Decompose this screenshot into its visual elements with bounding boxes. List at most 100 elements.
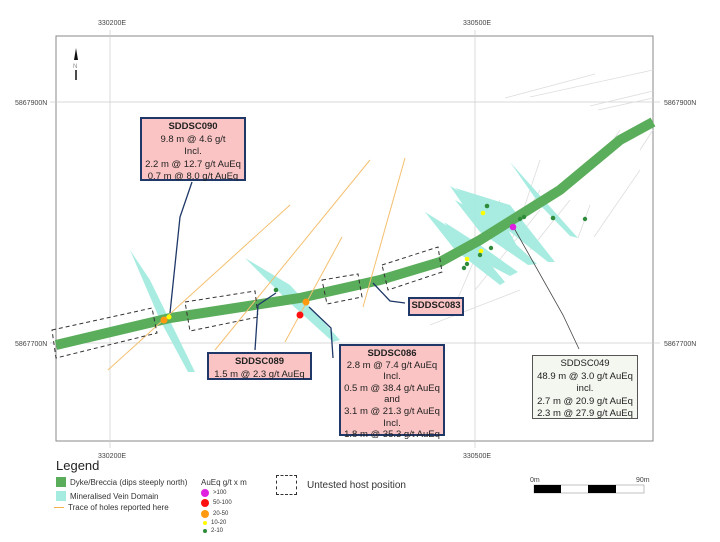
callout-title: SDDSC086 [367,348,417,359]
callout-sddsc049: SDDSC049 48.9 m @ 3.0 g/t AuEq incl. 2.7… [532,355,638,419]
assay-point-20-50 [160,316,168,324]
svg-text:N: N [73,64,77,70]
legend-label: Untested host position [307,479,406,491]
grade-dot-icon [201,499,209,507]
easting-label-bottom-1: 330200E [98,453,126,460]
grade-label: 2-10 [211,528,224,534]
assay-point-2-10 [477,252,483,258]
legend-item-trace: Trace of holes reported here [54,503,169,512]
vein-domain [450,186,522,255]
vein-swatch-icon [56,491,66,501]
grade-dot-icon [201,489,209,497]
callout-sddsc089: SDDSC089 1.5 m @ 2.3 g/t AuEq [207,352,312,380]
callout-line: 2.3 m @ 27.9 g/t AuEq [537,408,633,419]
callout-line: incl. [576,383,594,394]
legend-label: Trace of holes reported here [68,503,169,512]
callout-title: SDDSC090 [168,121,218,132]
callout-sddsc083: SDDSC083 [408,297,464,316]
assay-point-10-20 [480,210,486,216]
untested-box-icon [276,475,297,495]
callout-sddsc090: SDDSC090 9.8 m @ 4.6 g/t Incl. 2.2 m @ 1… [140,117,246,182]
callout-sddsc086: SDDSC086 2.8 m @ 7.4 g/t AuEq Incl. 0.5 … [339,344,445,440]
callout-line: 2.2 m @ 12.7 g/t AuEq [145,158,241,170]
callout-line: 2.8 m @ 7.4 g/t AuEq [346,359,438,371]
untested-box [184,290,259,332]
grade-dot-icon [203,521,207,525]
grade-title: AuEq g/t x m [201,478,247,487]
easting-label-top-1: 330200E [98,20,126,27]
assay-point-2-10 [464,261,470,267]
assay-point-2-10 [484,203,490,209]
northing-label-left-2: 5867700N [15,341,47,348]
callout-line: 0.5 m @ 38.4 g/t AuEq [344,382,440,394]
grade-item: 10-20 [203,520,226,526]
callout-line: and [384,394,400,406]
assay-point-10-20 [464,256,470,262]
assay-points [160,203,588,324]
grade-label: >100 [213,490,227,496]
untested-box [51,307,158,359]
hole-trace [214,159,371,351]
assay-point-2-10 [550,215,556,221]
grade-legend-title: AuEq g/t x m [201,478,247,487]
callout-line: 9.8 m @ 4.6 g/t [160,133,226,145]
grade-item: 20-50 [201,510,228,518]
untested-box [381,246,443,291]
dyke-swatch-icon [56,477,66,487]
callout-line: 0.7 m @ 8.0 g/t AuEq [147,171,239,182]
callout-title: SDDSC049 [560,358,610,369]
easting-label-top-2: 330500E [463,20,491,27]
reported-hole-traces [107,157,406,371]
legend-title: Legend [56,458,100,473]
assay-point-gt100 [509,223,517,231]
callout-line: 1.8 m @ 35.3 g/t AuEq [344,429,440,441]
northing-label-left-1: 5867900N [15,100,47,107]
easting-label-bottom-2: 330500E [463,453,491,460]
callout-line: 3.1 m @ 21.3 g/t AuEq [344,405,440,417]
grade-dot-icon [201,510,209,518]
assay-point-2-10 [273,287,279,293]
grade-item: >100 [201,489,227,497]
grade-label: 50-100 [213,500,232,506]
northing-label-right-2: 5867700N [664,341,696,348]
legend-item-dyke: Dyke/Breccia (dips steeply north) [56,477,187,487]
assay-point-2-10 [582,216,588,222]
legend-item-vein: Mineralised Vein Domain [56,491,159,501]
grade-dot-icon [203,529,207,533]
legend-item-untested: Untested host position [276,475,406,495]
untested-box [321,273,363,305]
callout-leaders [169,181,406,359]
hole-trace [107,204,291,371]
hole-trace [362,157,406,308]
grade-label: 10-20 [211,520,227,526]
assay-point-10-20 [478,248,484,254]
callout-line: 2.7 m @ 20.9 g/t AuEq [537,395,633,407]
sddsc049-leader [513,227,580,350]
assay-point-20-50 [302,298,310,306]
legend-label: Dyke/Breccia (dips steeply north) [70,477,188,487]
assay-point-2-10 [517,216,523,222]
assay-point-2-10 [488,245,494,251]
hole-trace [284,236,343,343]
assay-point-10-20 [166,314,172,320]
callout-title: SDDSC089 [234,356,285,367]
callout-line: 48.9 m @ 3.0 g/t AuEq [537,370,633,382]
scale-bar: 0m 90m [530,477,650,494]
callout-title: SDDSC083 [411,300,461,311]
northing-label-right-1: 5867900N [664,100,696,107]
untested-host-positions [51,246,443,359]
assay-point-2-10 [461,265,467,271]
grade-label: 20-50 [213,511,229,517]
assay-point-50-100 [296,311,304,319]
assay-point-2-10 [521,214,527,220]
callout-line: Incl. [383,371,401,383]
trace-line-icon [54,506,64,509]
callout-line: 1.5 m @ 2.3 g/t AuEq [214,368,305,380]
grade-item: 2-10 [203,528,223,534]
north-arrow-icon: N [73,48,78,80]
scale-start: 0m [530,477,540,484]
callout-line: Incl. [383,417,401,429]
vein-domain [130,250,195,372]
grade-item: 50-100 [201,499,232,507]
